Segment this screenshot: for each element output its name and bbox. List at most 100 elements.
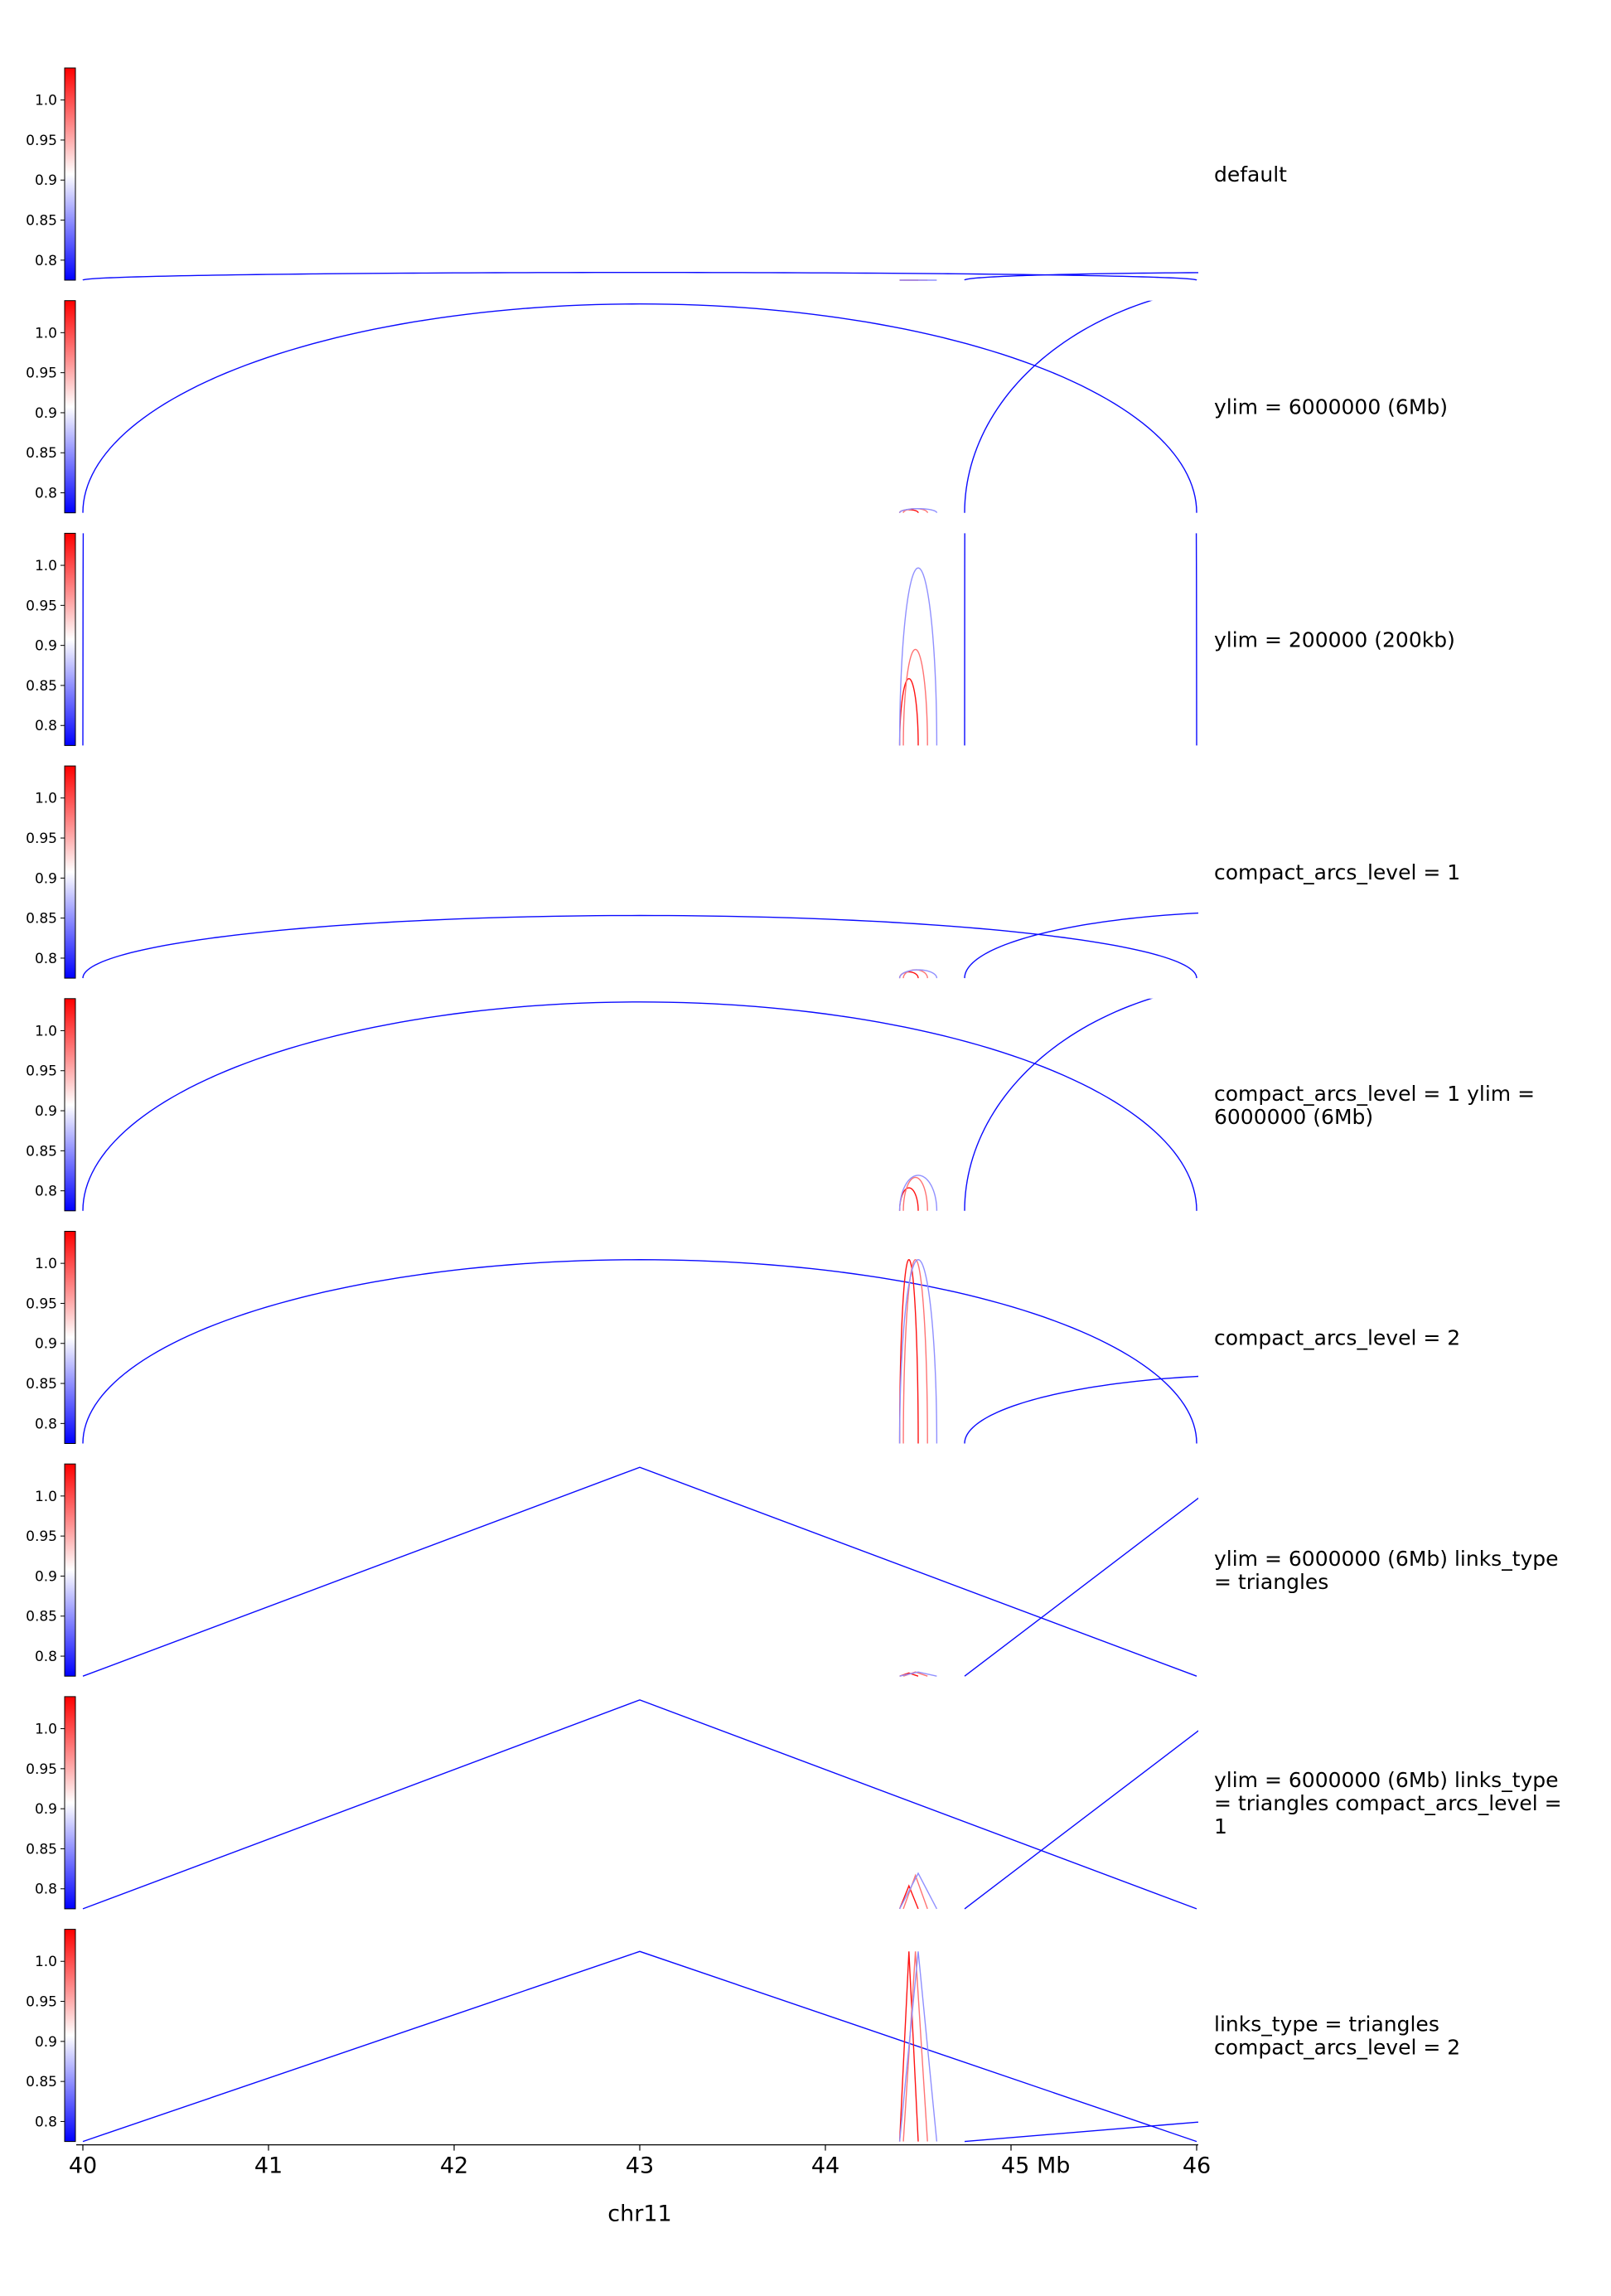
- links: [82, 1466, 1198, 1677]
- track-1: 0.8 0.85 0.9 0.95 1.0 default: [26, 67, 1287, 281]
- links: [82, 1259, 1198, 1444]
- colorbar: [64, 300, 76, 514]
- colorbar-tick-label: 0.9: [35, 1568, 57, 1585]
- links: [82, 1699, 1198, 1910]
- colorbar: [64, 1929, 76, 2143]
- colorbar-tick-label: 0.95: [26, 1296, 57, 1312]
- links: [82, 533, 1197, 746]
- colorbar: [64, 1696, 76, 1910]
- link-1: [82, 533, 1197, 746]
- link-1: [82, 1001, 1197, 1211]
- links: [82, 1950, 1198, 2143]
- link-1: [82, 1466, 1197, 1677]
- link-3: [902, 648, 928, 746]
- colorbar-tick-label: 0.85: [26, 911, 57, 928]
- link-2: [898, 971, 919, 979]
- link-4: [898, 1259, 938, 1444]
- colorbar-tick-label: 1.0: [35, 791, 57, 807]
- colorbar: [64, 532, 76, 746]
- colorbar-tick-label: 0.9: [35, 638, 57, 655]
- link-5: [964, 1730, 1198, 1910]
- colorbar-tick-label: 0.9: [35, 870, 57, 887]
- track-label: ylim = 6000000 (6Mb) links_type= triangl…: [1214, 1768, 1562, 1838]
- link-1: [82, 1699, 1197, 1910]
- colorbar-tick-label: 0.9: [35, 1336, 57, 1353]
- colorbar-tick-label: 1.0: [35, 1722, 57, 1738]
- colorbar-tick-label: 1.0: [35, 558, 57, 574]
- colorbar-tick-label: 0.95: [26, 366, 57, 382]
- link-5: [964, 300, 1153, 513]
- track-label: ylim = 200000 (200kb): [1214, 627, 1455, 652]
- track-label: default: [1214, 162, 1287, 186]
- link-4: [898, 969, 938, 979]
- link-5: [964, 1497, 1198, 1677]
- colorbar-tick-label: 0.85: [26, 678, 57, 695]
- link-2: [898, 1259, 919, 1444]
- colorbar-tick-label: 0.85: [26, 445, 57, 462]
- link-5: [964, 2121, 1198, 2143]
- link-4: [898, 1951, 938, 2142]
- track-4: 0.8 0.85 0.9 0.95 1.0 compact_arcs_level = 1: [26, 765, 1460, 979]
- track-3: 0.8 0.85 0.9 0.95 1.0 ylim = 200000 (200kb): [26, 532, 1455, 746]
- link-5: [964, 1375, 1198, 1444]
- track-label: compact_arcs_level = 2: [1214, 1326, 1460, 1350]
- link-3: [902, 1259, 928, 1444]
- colorbar-tick-label: 1.0: [35, 325, 57, 341]
- link-3: [902, 1873, 928, 1910]
- colorbar-tick-label: 1.0: [35, 1023, 57, 1039]
- x-tick-label: 46: [1183, 2153, 1211, 2179]
- colorbar-tick-label: 0.9: [35, 1801, 57, 1818]
- track-label: ylim = 6000000 (6Mb): [1214, 395, 1448, 419]
- colorbar-tick-label: 0.8: [35, 1416, 57, 1432]
- colorbar-tick-label: 0.95: [26, 598, 57, 614]
- link-2: [898, 678, 919, 746]
- colorbar-tick-label: 0.8: [35, 718, 57, 734]
- x-tick-label: 43: [626, 2153, 654, 2179]
- link-1: [82, 1259, 1197, 1444]
- links: [82, 300, 1197, 513]
- x-tick-label: 44: [811, 2153, 839, 2179]
- link-2: [898, 1884, 919, 1910]
- link-4: [899, 1671, 937, 1677]
- track-label: compact_arcs_level = 1: [1214, 860, 1460, 884]
- colorbar-tick-label: 0.95: [26, 831, 57, 847]
- colorbar: [64, 765, 76, 979]
- colorbar-tick-label: 0.85: [26, 2074, 57, 2090]
- colorbar: [64, 998, 76, 1212]
- colorbar-tick-label: 0.8: [35, 951, 57, 967]
- colorbar-tick-label: 0.85: [26, 213, 57, 230]
- colorbar-tick-label: 0.8: [35, 1649, 57, 1665]
- colorbar-tick-label: 1.0: [35, 1489, 57, 1505]
- colorbar-tick-label: 0.9: [35, 172, 57, 189]
- colorbar-tick-label: 0.8: [35, 253, 57, 269]
- link-4: [898, 507, 938, 513]
- link-3: [902, 1951, 928, 2142]
- colorbar-tick-label: 1.0: [35, 93, 57, 109]
- link-4: [898, 1175, 938, 1211]
- colorbar-tick-label: 1.0: [35, 1954, 57, 1970]
- tracks-layer: 0.80.850.90.951.0default0.80.850.90.951.…: [26, 67, 1562, 2143]
- x-tick-label: 40: [69, 2153, 97, 2179]
- colorbar-tick-label: 0.95: [26, 1761, 57, 1778]
- colorbar: [64, 67, 76, 281]
- link-1: [82, 1950, 1197, 2143]
- x-axis-label: chr11: [607, 2202, 671, 2227]
- colorbar-tick-label: 1.0: [35, 1256, 57, 1272]
- link-5: [964, 272, 1198, 281]
- colorbar-tick-label: 0.8: [35, 2114, 57, 2130]
- colorbar-tick-label: 0.95: [26, 1063, 57, 1080]
- link-1: [82, 303, 1197, 513]
- colorbar-tick-label: 0.9: [35, 405, 57, 422]
- link-3: [902, 1176, 928, 1211]
- colorbar: [64, 1463, 76, 1677]
- colorbar-tick-label: 0.95: [26, 133, 57, 149]
